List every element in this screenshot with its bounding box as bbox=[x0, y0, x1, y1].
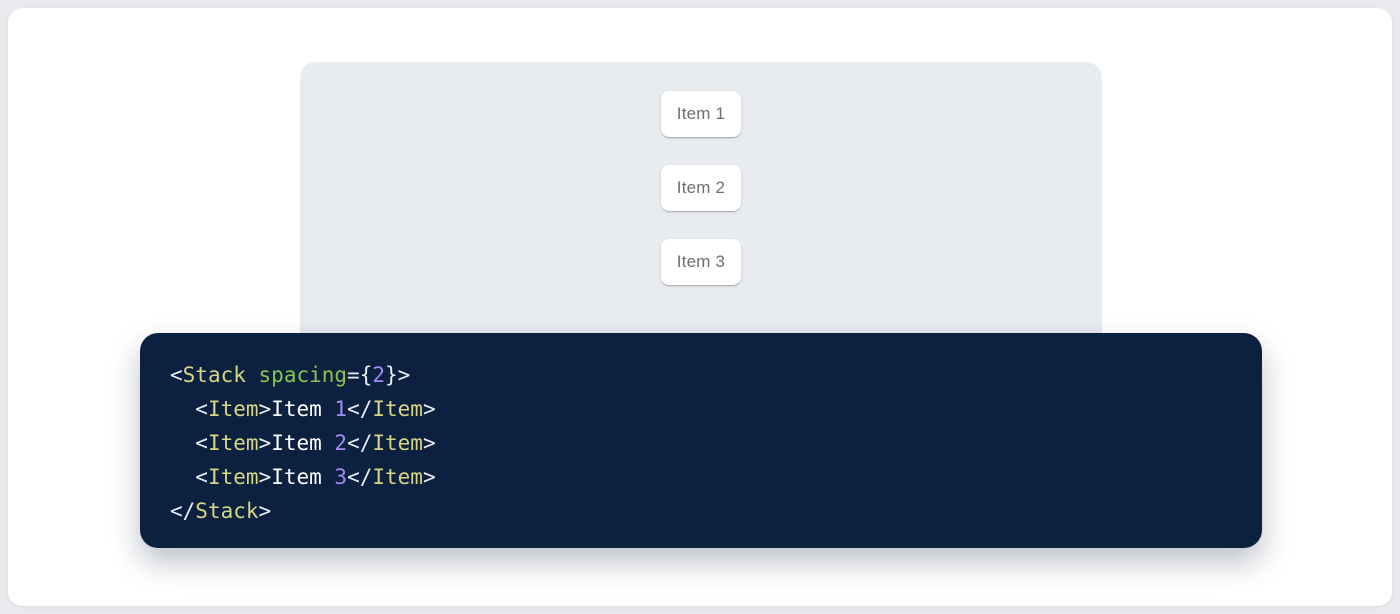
code-token: < bbox=[195, 465, 208, 489]
code-token: > bbox=[259, 397, 272, 421]
code-token: < bbox=[195, 397, 208, 421]
code-token: Item bbox=[208, 397, 259, 421]
code-line: <Item>Item 2</Item> bbox=[170, 426, 1232, 460]
code-line: <Stack spacing={2}> bbox=[170, 358, 1232, 392]
code-line: </Stack> bbox=[170, 494, 1232, 528]
code-token: 1 bbox=[334, 397, 347, 421]
stack-item: Item 1 bbox=[661, 91, 741, 137]
code-content: <Stack spacing={2}> <Item>Item 1</Item> … bbox=[170, 358, 1232, 528]
code-token: Item bbox=[271, 431, 334, 455]
code-token bbox=[170, 431, 195, 455]
code-token: > bbox=[259, 465, 272, 489]
code-token: 2 bbox=[334, 431, 347, 455]
code-token: 3 bbox=[334, 465, 347, 489]
code-token bbox=[246, 363, 259, 387]
code-token: Stack bbox=[183, 363, 246, 387]
code-token: Item bbox=[208, 465, 259, 489]
code-token: Item bbox=[372, 431, 423, 455]
stack-item: Item 3 bbox=[661, 239, 741, 285]
code-token: { bbox=[360, 363, 373, 387]
stack-item: Item 2 bbox=[661, 165, 741, 211]
code-token: </ bbox=[170, 499, 195, 523]
code-token: Item bbox=[372, 465, 423, 489]
code-token bbox=[170, 465, 195, 489]
code-token: spacing bbox=[259, 363, 348, 387]
stack-demo: Item 1 Item 2 Item 3 bbox=[300, 62, 1102, 285]
demo-panel: Item 1 Item 2 Item 3 bbox=[300, 62, 1102, 352]
code-token: > bbox=[423, 465, 436, 489]
code-token: > bbox=[398, 363, 411, 387]
code-token: </ bbox=[347, 397, 372, 421]
code-token: < bbox=[195, 431, 208, 455]
code-token: > bbox=[259, 499, 272, 523]
code-token: Stack bbox=[195, 499, 258, 523]
content-card: Item 1Item 2Item 3 <Stack spacing={2}> <… bbox=[8, 8, 1392, 606]
code-line: <Item>Item 3</Item> bbox=[170, 460, 1232, 494]
code-token: } bbox=[385, 363, 398, 387]
code-token bbox=[170, 397, 195, 421]
code-token: Item bbox=[271, 465, 334, 489]
code-token: Item bbox=[208, 431, 259, 455]
code-token: </ bbox=[347, 431, 372, 455]
code-token: </ bbox=[347, 465, 372, 489]
code-token: Item bbox=[372, 397, 423, 421]
code-token: > bbox=[423, 397, 436, 421]
code-token: 2 bbox=[372, 363, 385, 387]
code-token: > bbox=[423, 431, 436, 455]
code-token: = bbox=[347, 363, 360, 387]
code-token: < bbox=[170, 363, 183, 387]
code-token: > bbox=[259, 431, 272, 455]
code-block: <Stack spacing={2}> <Item>Item 1</Item> … bbox=[140, 333, 1262, 548]
code-token: Item bbox=[271, 397, 334, 421]
code-line: <Item>Item 1</Item> bbox=[170, 392, 1232, 426]
